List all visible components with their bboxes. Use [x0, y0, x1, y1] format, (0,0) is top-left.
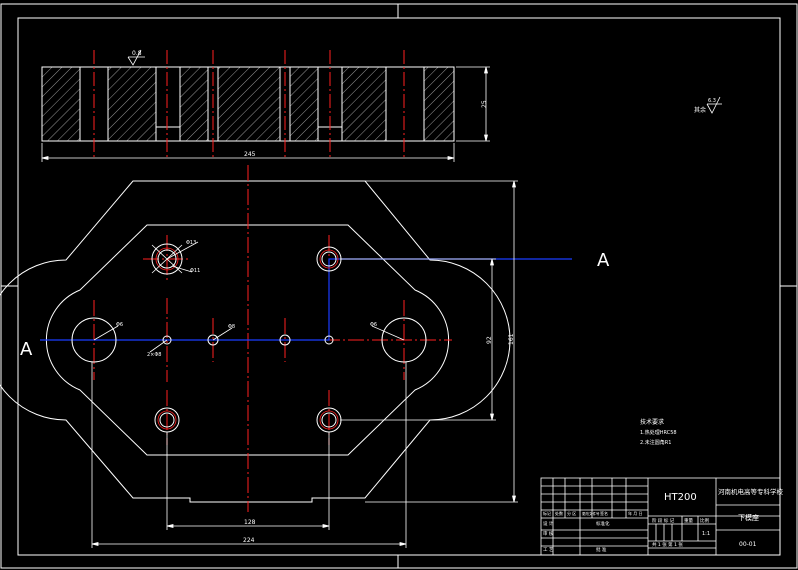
tb-col-doc: 更改文件号: [582, 511, 600, 516]
dimension-right-overall-label: 161: [508, 333, 515, 345]
plan-view: A A: [0, 165, 610, 548]
tb-row-designer: 设 计: [543, 520, 554, 527]
tb-scale: 1:1: [702, 531, 710, 537]
counterbore-hole-tl-inner: [157, 249, 177, 269]
dimension-bottom-inner-label: 128: [244, 519, 256, 526]
dimension-top-height-label: 25: [481, 100, 488, 108]
tb-col-sign: 签名: [600, 510, 608, 516]
roughness-symbol-corner: 其余 6.3: [694, 96, 722, 114]
plan-inner-outline: [45, 224, 450, 456]
dimension-top-width: [41, 143, 455, 162]
tb-col-date: 年 月 日: [628, 510, 643, 516]
tb-scale-header: 比例: [700, 517, 709, 524]
hole-leaders: [93, 241, 405, 353]
hole-label-5: Φ13: [186, 240, 196, 246]
dimension-right-inner-label: 92: [486, 336, 493, 344]
tb-sheet: 共 1 张 第 1 张: [652, 541, 683, 548]
counterbore-hole-br-inner: [321, 412, 337, 428]
section-view: 0.8 245 25: [41, 49, 490, 162]
roughness-corner-value: 6.3: [708, 98, 716, 104]
dimension-bottom-overall-label: 224: [243, 537, 255, 544]
pin-hole-3: [279, 334, 291, 346]
section-label-left: A: [20, 339, 33, 360]
section-hole-walls: [79, 67, 425, 141]
counterbore-hole-tr-inner: [321, 251, 337, 267]
section-label-right: A: [597, 250, 610, 271]
title-block: [540, 477, 781, 556]
tb-stage: 阶 段 标 记: [652, 517, 675, 524]
tb-col-count: 处数: [555, 510, 563, 516]
pin-hole-1: [162, 335, 172, 345]
tb-drawing-no: 00-01: [739, 541, 757, 548]
pin-hole-2: [207, 334, 219, 346]
dimension-right-overall: [365, 180, 518, 503]
title-block-text: HT200 河南机电高等专科学校 下模座 00-01 阶 段 标 记 重量 比例…: [543, 487, 784, 553]
dimension-bottom-inner: [166, 432, 330, 530]
pin-hole-4: [324, 335, 334, 345]
roughness-symbol-top: 0.8: [127, 49, 145, 66]
technical-notes: 技术要求 1.热处理HRC58 2.未注圆角R1: [640, 418, 677, 446]
large-hole-left: [71, 317, 117, 363]
section-center-lines: [93, 50, 405, 158]
drawing-frame: [0, 3, 798, 569]
tb-row-approve: 批 准: [596, 546, 607, 553]
dimension-right-inner: [340, 258, 496, 421]
section-hatching: [41, 66, 455, 142]
tb-row-standard: 标准化: [596, 520, 610, 527]
tb-col-zone: 分 区: [567, 510, 576, 516]
roughness-corner-prefix: 其余: [694, 106, 706, 114]
tb-row-review: 审 核: [543, 530, 554, 537]
tb-material: HT200: [664, 492, 697, 503]
large-hole-right: [381, 317, 427, 363]
counterbore-highlights: [155, 247, 339, 430]
plan-holes: [71, 243, 427, 433]
dimension-top-width-label: 245: [244, 151, 256, 158]
tb-school: 河南机电高等专科学校: [718, 487, 784, 496]
plan-center-lines: [60, 165, 452, 512]
hole-label-2: Φ6: [370, 322, 377, 328]
tb-weight: 重量: [684, 517, 693, 524]
tb-row-process: 工 艺: [543, 547, 554, 553]
counterbore-hole-tl-outer: [151, 243, 183, 275]
hole-label-3: 2×Φ8: [147, 352, 162, 358]
dimension-bottom-overall: [91, 362, 407, 548]
notes-line-1: 1.热处理HRC58: [640, 429, 677, 436]
notes-title: 技术要求: [640, 418, 664, 426]
counterbore-hole-bl-inner: [159, 412, 175, 428]
hole-label-1: Φ6: [116, 322, 123, 328]
tb-col-mark: 标记: [543, 510, 551, 516]
plan-outer-outline: [0, 180, 511, 503]
notes-line-2: 2.未注圆角R1: [640, 439, 671, 446]
dimension-top-height: [456, 66, 490, 142]
hole-label-6: Φ11: [190, 268, 200, 274]
roughness-top-value: 0.8: [132, 50, 142, 57]
hole-label-4: Φ8: [228, 324, 235, 330]
tb-part-name: 下模座: [738, 513, 759, 522]
